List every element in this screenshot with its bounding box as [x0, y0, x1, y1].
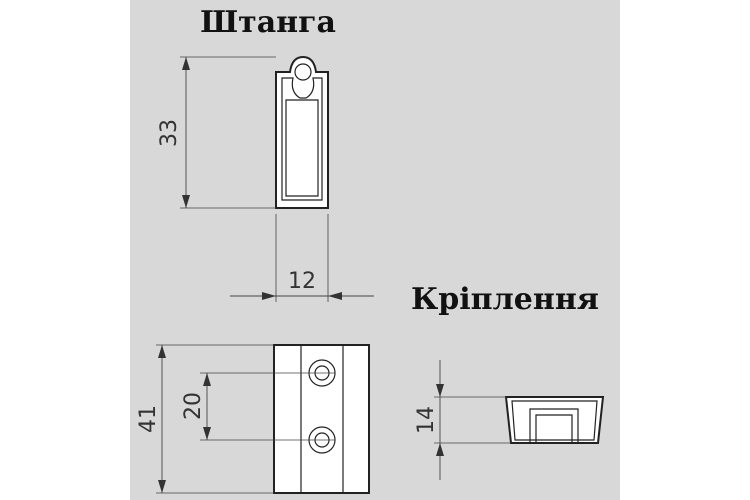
- rod-profile: [275, 55, 329, 209]
- mount-side-inner: [511, 400, 598, 441]
- mount-side-view: [504, 396, 605, 444]
- hole-spacing-label: 20: [181, 392, 206, 420]
- mount-side-channel-inner: [535, 414, 573, 443]
- rod-width-dimension: 12: [230, 214, 374, 302]
- hole-spacing-dimension: 20: [181, 372, 335, 441]
- rod-height-dimension: 33: [157, 56, 276, 209]
- mount-height-label: 41: [136, 405, 161, 433]
- rod-height-label: 33: [157, 119, 182, 147]
- rod-title: Штанга: [200, 5, 336, 40]
- rod-width-label: 12: [288, 269, 316, 294]
- rod-inner-outline: [281, 77, 323, 201]
- mount-side-dimension: 14: [414, 360, 511, 480]
- mount-side-channel: [529, 408, 579, 443]
- mount-center-plate: [300, 344, 344, 494]
- mount-title: Кріплення: [411, 282, 599, 317]
- rod-inner-channel: [285, 99, 319, 197]
- rod-outer-outline: [275, 55, 329, 209]
- mount-height-dimension: 41: [136, 344, 274, 494]
- mount-front-view: [273, 344, 370, 494]
- mount-body: [273, 344, 370, 494]
- rod-slot-circle: [294, 63, 312, 81]
- mount-side-height-label: 14: [414, 406, 439, 434]
- mount-side-body: [504, 396, 605, 444]
